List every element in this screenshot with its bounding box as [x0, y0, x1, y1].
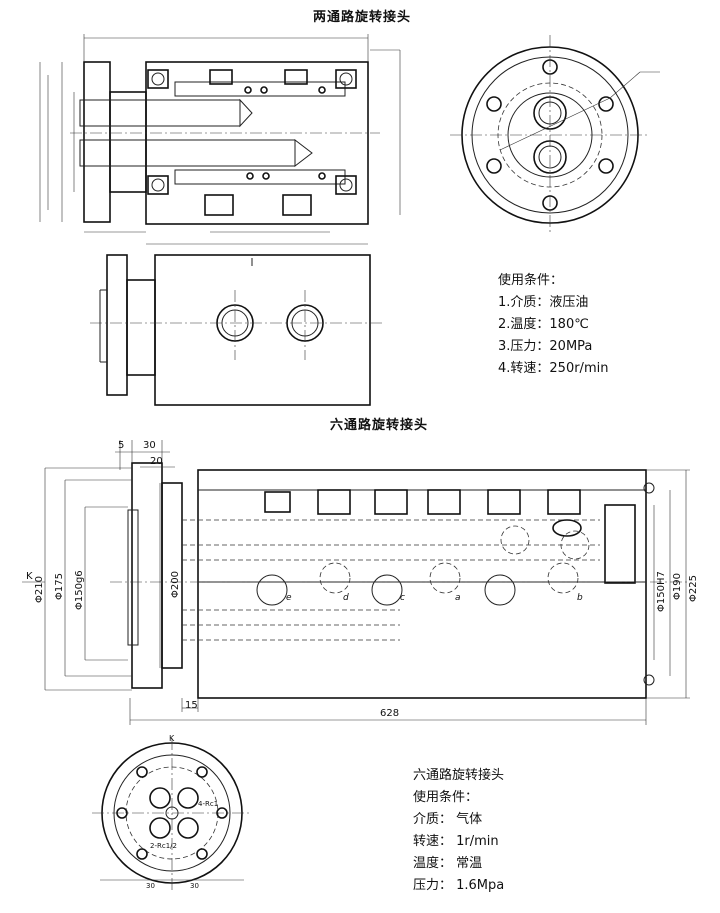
two-channel-end-view	[450, 35, 660, 235]
dim-5: 5	[118, 440, 124, 451]
dim-phi150g6: Φ150g6	[74, 570, 85, 610]
two-channel-exterior-view	[90, 254, 385, 406]
end-view-dim-30-left: 30	[146, 882, 155, 890]
dim-phi210: Φ210	[34, 576, 45, 603]
dim-phi150h7: Φ150H7	[656, 571, 667, 612]
port-label-d: d	[343, 593, 349, 603]
condition-item: 压力： 1.6Mpa	[413, 878, 505, 893]
condition-item: 3.压力：20MPa	[498, 339, 593, 354]
dim-15: 15	[185, 700, 198, 711]
spec-title: 六通路旋转接头	[413, 768, 505, 783]
port-label-e: e	[286, 593, 292, 603]
two-channel-section-view	[39, 34, 401, 245]
end-view-rc12: 2-Rc1/2	[150, 842, 177, 850]
condition-item: 1.介质：液压油	[498, 295, 589, 310]
condition-item: 介质： 气体	[413, 812, 483, 827]
end-view-rc1: 4-Rc1	[198, 800, 218, 808]
dim-20: 20	[150, 456, 163, 467]
dim-phi175: Φ175	[54, 573, 65, 600]
port-label-b: b	[577, 593, 583, 603]
end-view-dim-30-right: 30	[190, 882, 199, 890]
condition-item: 温度： 常温	[413, 856, 483, 871]
condition-item: 2.温度：180℃	[498, 317, 589, 332]
title-two-channel-rotary-joint: 两通路旋转接头	[313, 10, 412, 25]
dim-phi200: Φ200	[170, 571, 181, 598]
condition-item: 4.转速：250r/min	[498, 361, 609, 376]
six-channel-conditions: 六通路旋转接头 使用条件： 介质： 气体 转速： 1r/min 温度： 常温 压…	[413, 765, 504, 897]
conditions-heading: 使用条件：	[413, 790, 479, 805]
end-view-k: K	[169, 734, 175, 743]
condition-item: 转速： 1r/min	[413, 834, 499, 849]
two-channel-conditions: 使用条件： 1.介质：液压油 2.温度：180℃ 3.压力：20MPa 4.转速…	[498, 270, 608, 380]
dim-phi190: Φ190	[672, 573, 683, 600]
port-label-c: c	[400, 593, 405, 603]
port-label-a: a	[455, 593, 461, 603]
six-channel-end-view	[92, 738, 252, 893]
six-channel-dimensions: 5 30 20 15 628 K Φ210 Φ175 Φ150g6 Φ200 Φ…	[26, 440, 699, 719]
six-channel-side-view	[22, 440, 690, 725]
six-channel-end-view-labels: K 2-Rc1/2 4-Rc1 30 30	[146, 734, 218, 890]
dim-628: 628	[380, 708, 399, 719]
conditions-heading: 使用条件：	[498, 273, 564, 288]
dim-phi225: Φ225	[688, 575, 699, 602]
dim-30: 30	[143, 440, 156, 451]
title-six-channel-rotary-joint: 六通路旋转接头	[330, 418, 429, 433]
dim-k: K	[26, 571, 33, 582]
